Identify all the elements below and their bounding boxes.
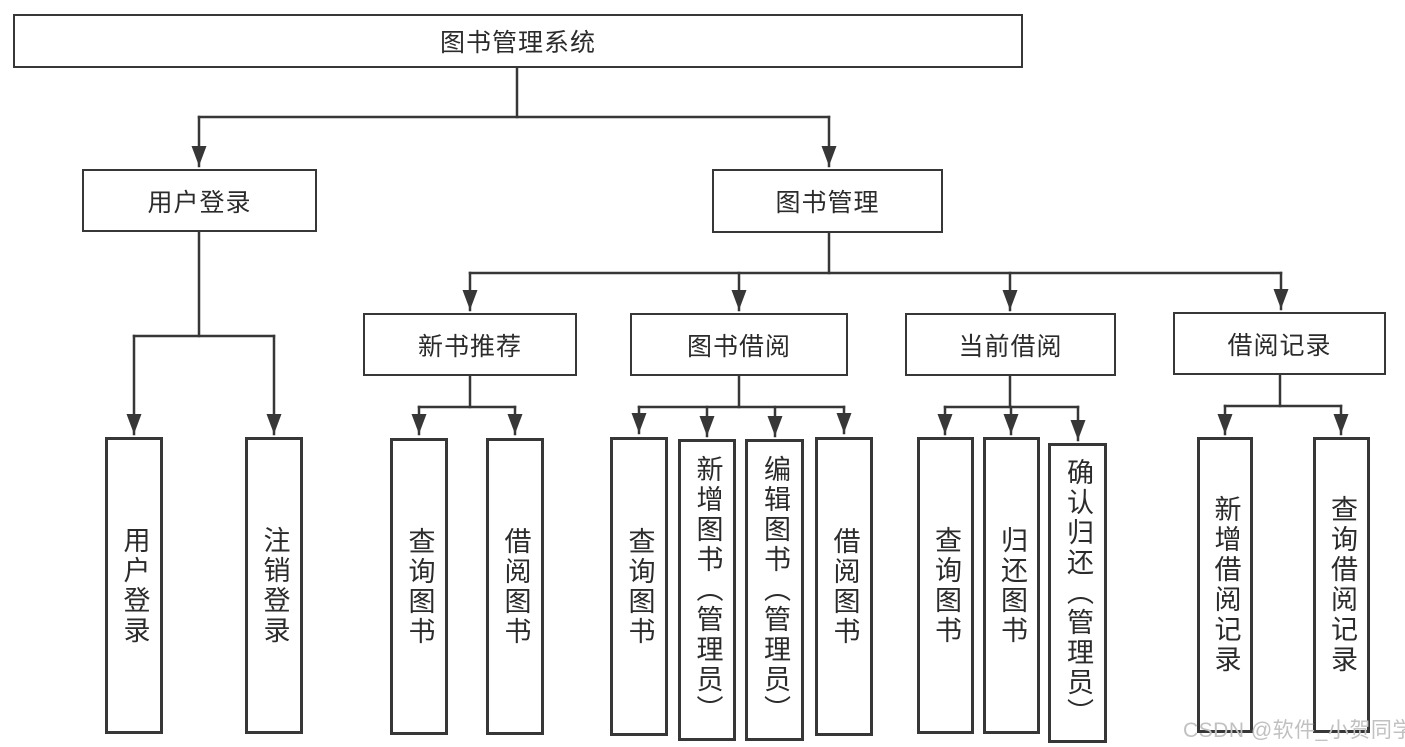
connector-current-borrow-children (937, 374, 1086, 442)
node-label: 用户登录 (119, 525, 150, 646)
node-label: 新书推荐 (417, 332, 522, 361)
node-label: 新增借阅记录 (1210, 495, 1241, 675)
node-library-management-system: 图书管理系统 (13, 14, 1023, 68)
node-book-borrow: 图书借阅 (630, 313, 848, 376)
connector-book-management-to-level3 (462, 231, 1289, 312)
connector-root-to-level2 (191, 66, 837, 168)
leaf-add-books-admin: 新增图书（管理员） (678, 439, 736, 741)
node-label: 图书借阅 (686, 332, 791, 361)
node-book-management: 图书管理 (712, 169, 943, 233)
connector-user-login-children (126, 229, 282, 436)
leaf-add-borrow-record: 新增借阅记录 (1197, 437, 1253, 733)
leaf-edit-books-admin: 编辑图书（管理员） (745, 439, 804, 741)
leaf-query-books-current: 查询图书 (917, 437, 974, 734)
leaf-query-books-borrow: 查询图书 (610, 437, 668, 736)
node-new-book-recommend: 新书推荐 (363, 313, 577, 376)
node-label: 当前借阅 (958, 332, 1063, 361)
node-label: 用户登录 (147, 188, 252, 217)
leaf-borrow-books-recommend: 借阅图书 (486, 438, 544, 735)
leaf-return-books: 归还图书 (983, 437, 1040, 734)
leaf-user-login: 用户登录 (105, 437, 163, 734)
leaf-logout: 注销登录 (245, 437, 303, 734)
leaf-query-books-recommend: 查询图书 (390, 438, 448, 735)
connector-new-book-children (411, 374, 523, 436)
leaf-query-borrow-record: 查询借阅记录 (1313, 437, 1370, 733)
node-borrow-records: 借阅记录 (1173, 312, 1386, 375)
leaf-confirm-return-admin: 确认归还（管理员） (1048, 443, 1107, 743)
node-current-borrow: 当前借阅 (905, 313, 1116, 376)
node-label: 图书管理 (775, 189, 880, 217)
node-label: 编辑图书（管理员） (760, 455, 790, 725)
leaf-borrow-books: 借阅图书 (815, 437, 873, 736)
node-label: 注销登录 (259, 525, 290, 646)
node-label: 确认归还（管理员） (1063, 458, 1093, 728)
node-label: 借阅图书 (500, 526, 531, 647)
node-label: 查询借阅记录 (1327, 495, 1357, 675)
node-label: 借阅图书 (829, 526, 860, 647)
node-label: 借阅记录 (1227, 331, 1332, 360)
node-label: 查询图书 (931, 525, 961, 646)
node-label: 查询图书 (404, 526, 435, 647)
csdn-watermark: CSDN @软件_小贺同学 (1183, 719, 1405, 742)
node-user-login: 用户登录 (82, 169, 317, 232)
connector-borrow-records-children (1217, 374, 1349, 436)
node-label: 查询图书 (624, 526, 655, 647)
node-label: 图书管理系统 (439, 29, 596, 57)
node-label: 新增图书（管理员） (692, 455, 723, 725)
node-label: 归还图书 (997, 525, 1027, 646)
connector-book-borrow-children (631, 374, 852, 438)
